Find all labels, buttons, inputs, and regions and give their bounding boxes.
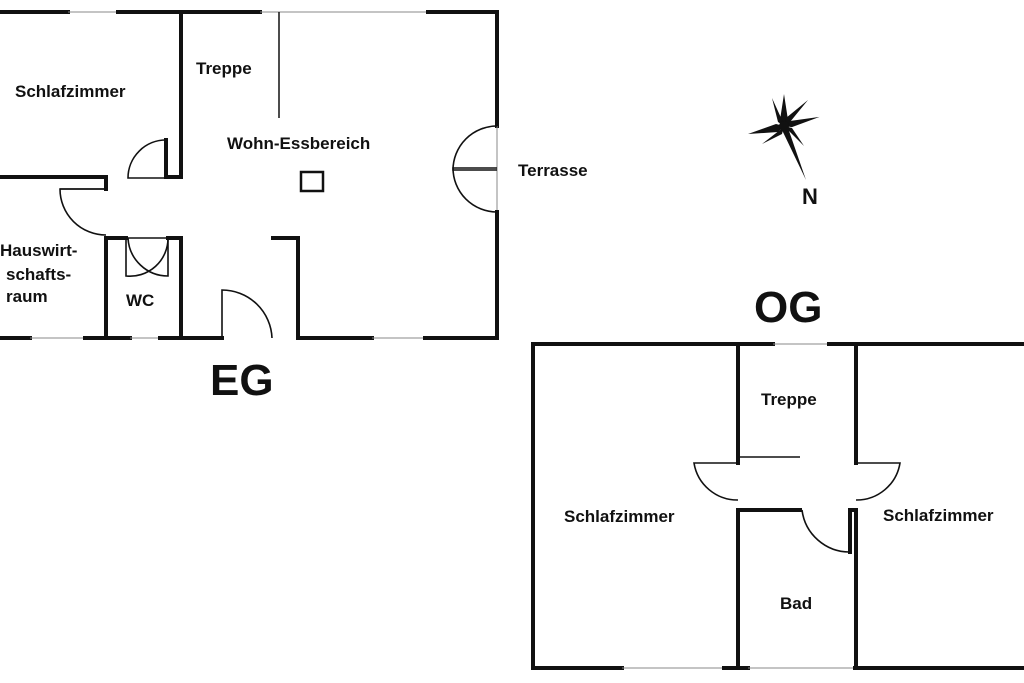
og-door-left-bedroom xyxy=(693,462,739,501)
eg-label-terrasse: Terrasse xyxy=(518,161,588,180)
og-label-schlafzimmer-left: Schlafzimmer xyxy=(564,507,675,526)
eg-door-bedroom xyxy=(127,139,167,179)
og-door-right-bedroom xyxy=(855,462,901,501)
eg-label-hwr-1: Hauswirt- xyxy=(0,241,77,260)
ground-floor-plan: Schlafzimmer Treppe Wohn-Essbereich Terr… xyxy=(0,10,588,405)
og-label-schlafzimmer-right: Schlafzimmer xyxy=(883,506,994,525)
eg-door-entrance xyxy=(221,289,273,339)
eg-label-wohn-essbereich: Wohn-Essbereich xyxy=(227,134,370,153)
eg-floor-label: EG xyxy=(210,356,274,405)
eg-terrace-door-left xyxy=(452,125,498,171)
og-label-bad: Bad xyxy=(780,594,812,613)
compass-north-label: N xyxy=(802,184,818,209)
eg-terrace-door-right xyxy=(452,167,498,213)
eg-label-schlafzimmer: Schlafzimmer xyxy=(15,82,126,101)
north-arrow-icon xyxy=(748,94,820,180)
og-door-bath xyxy=(801,509,851,553)
eg-label-hwr-2: schafts- xyxy=(6,265,71,284)
upper-floor-plan: OG Treppe Schlafzimmer Schlafzimmer Bad xyxy=(531,283,1024,670)
eg-label-hwr-3: raum xyxy=(6,287,48,306)
og-label-treppe: Treppe xyxy=(761,390,817,409)
eg-door-hwr xyxy=(59,188,107,236)
eg-label-wc: WC xyxy=(126,291,154,310)
eg-chimney xyxy=(299,170,325,193)
og-floor-label: OG xyxy=(754,283,822,332)
eg-label-treppe: Treppe xyxy=(196,59,252,78)
eg-door-wc xyxy=(127,237,169,277)
